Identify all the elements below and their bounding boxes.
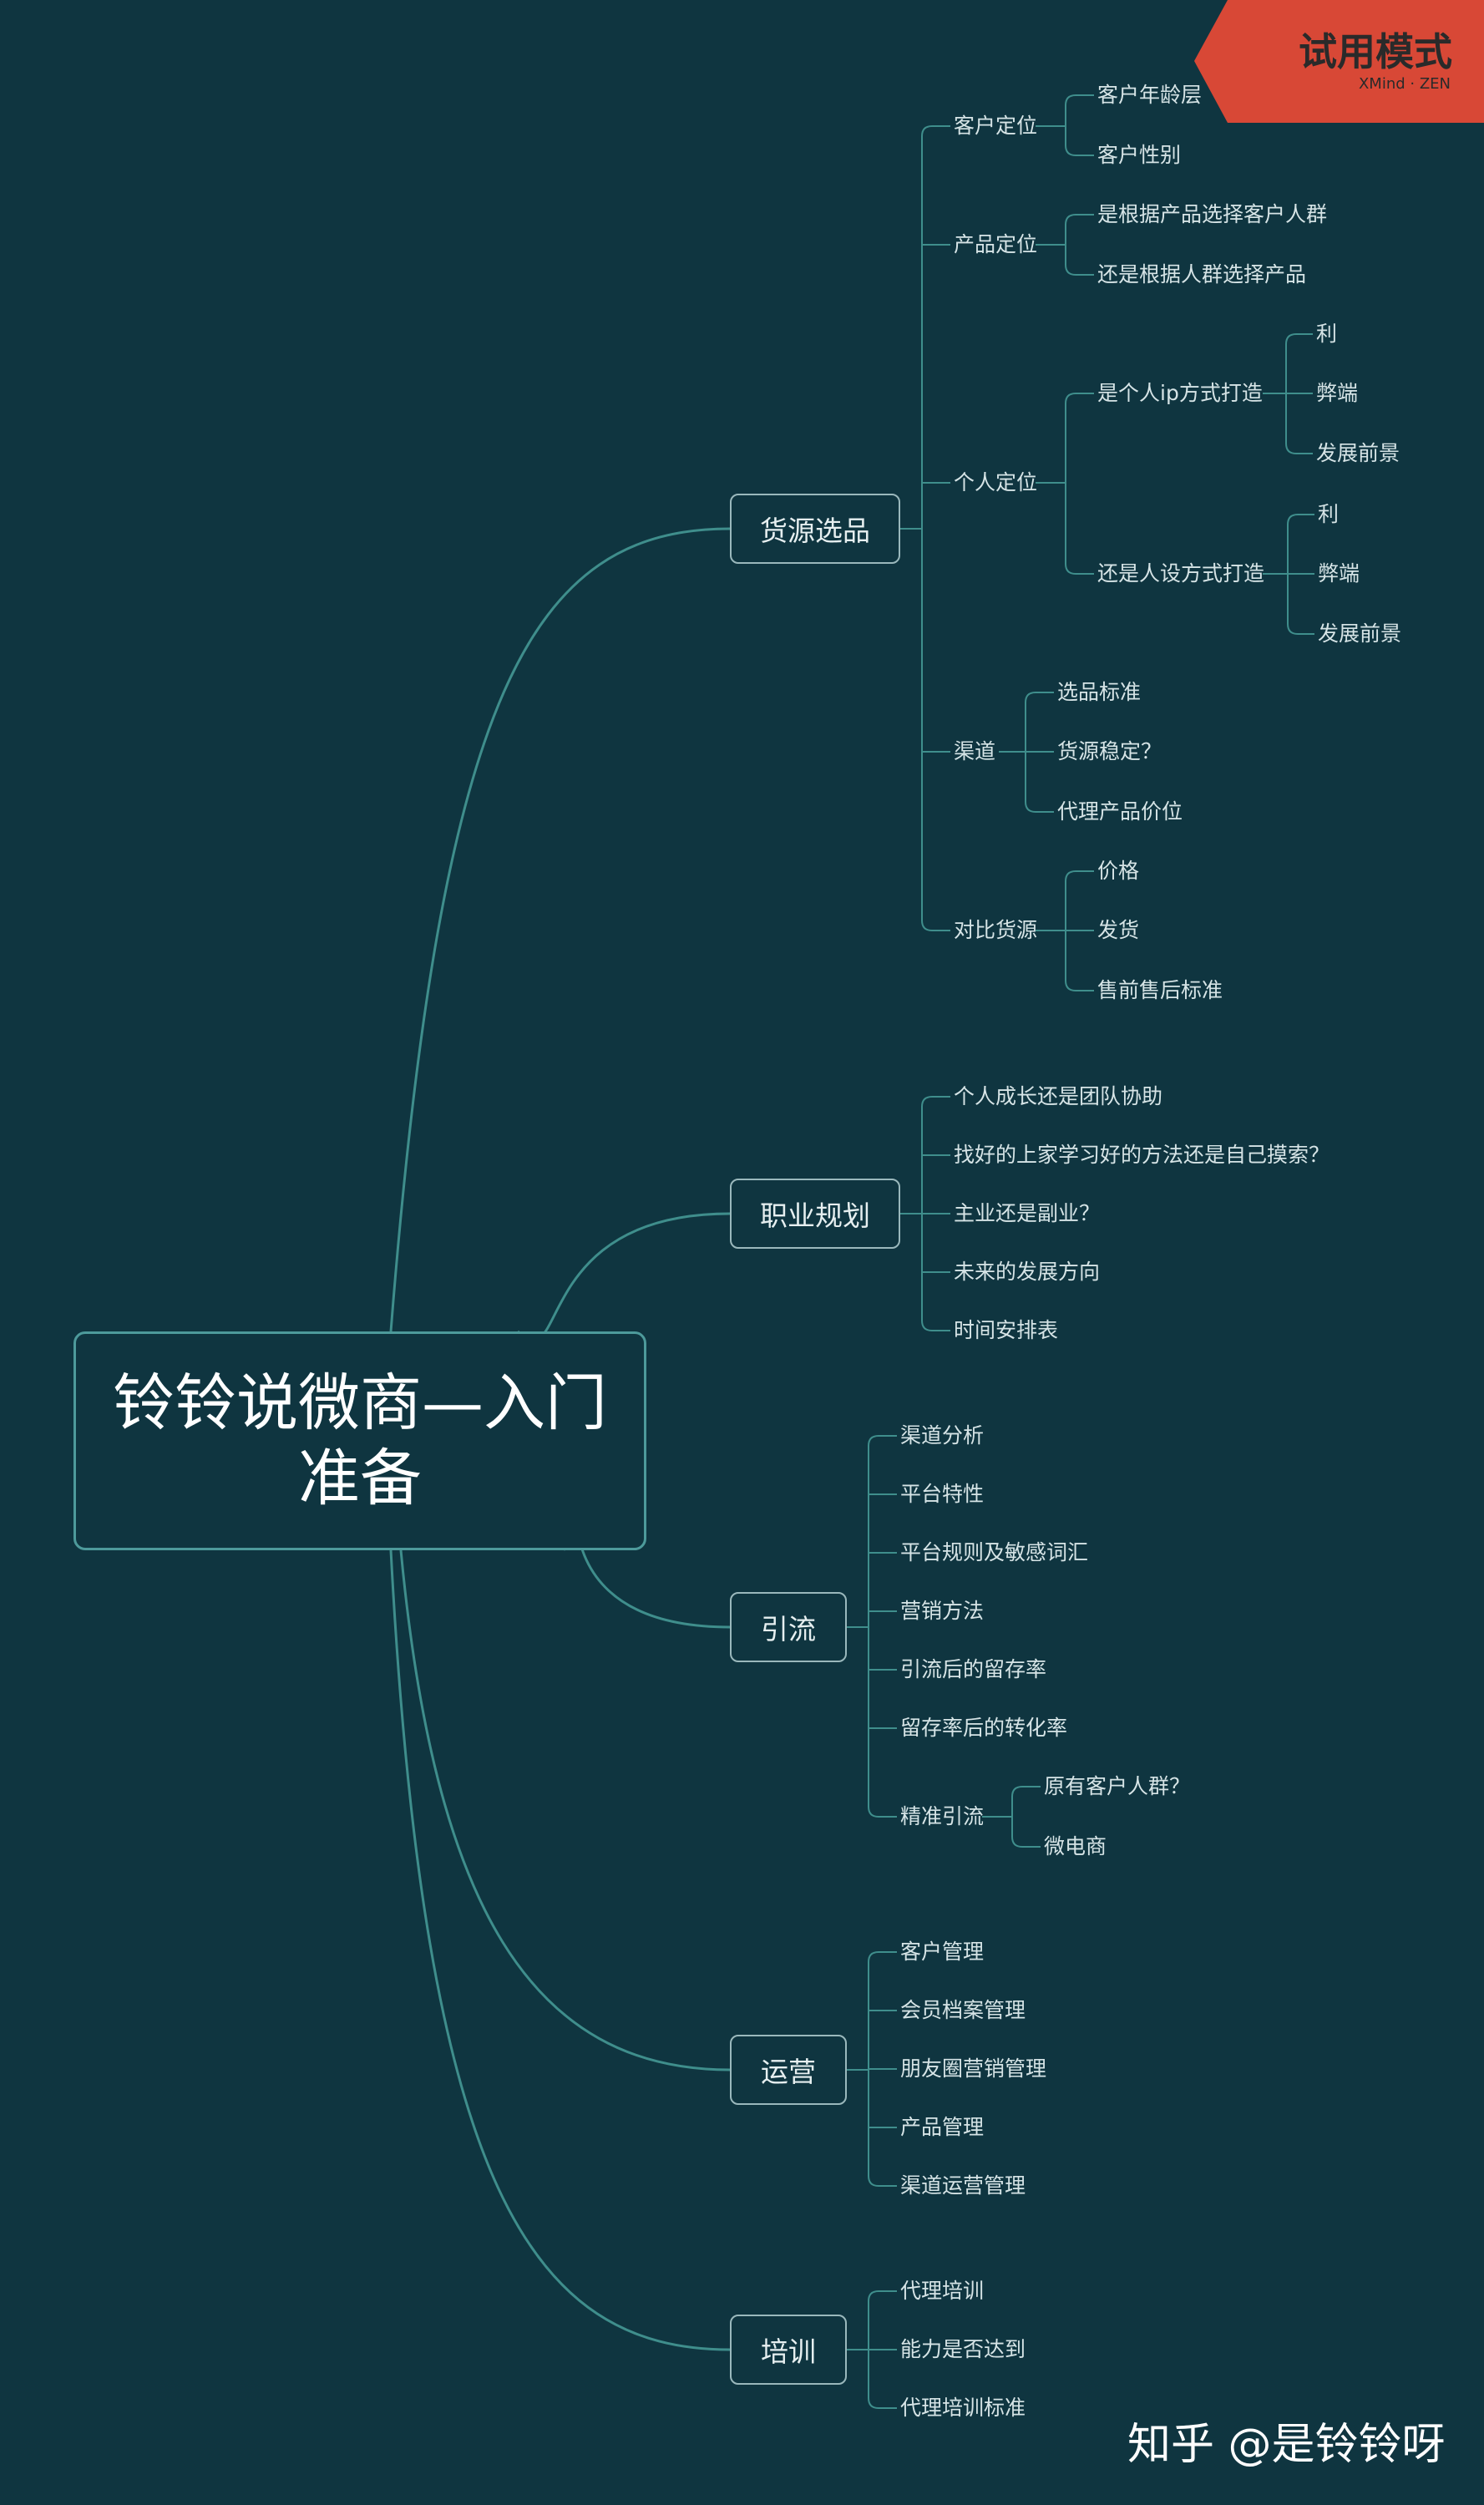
main-topic[interactable]: 引流 bbox=[730, 1592, 847, 1662]
subtopic: 渠道运营管理 bbox=[900, 2173, 1026, 2198]
leaf-topic: 是根据产品选择客户人群 bbox=[1097, 202, 1328, 226]
connector bbox=[1025, 801, 1054, 813]
subtopic: 客户管理 bbox=[900, 1940, 985, 1964]
subtopic: 还是人设方式打造 bbox=[1097, 561, 1265, 586]
subtopic: 营销方法 bbox=[900, 1599, 985, 1623]
subtopic: 个人定位 bbox=[954, 470, 1038, 494]
connector bbox=[921, 125, 950, 137]
badge-label: 试用模式 bbox=[1299, 29, 1452, 74]
connector bbox=[399, 1549, 731, 2071]
subtopic: 未来的发展方向 bbox=[954, 1260, 1101, 1284]
subtopic: 个人成长还是团队协助 bbox=[954, 1084, 1163, 1108]
subtopic: 对比货源 bbox=[954, 918, 1038, 942]
connector bbox=[1065, 980, 1094, 991]
connector bbox=[921, 1096, 950, 1108]
subtopic: 代理培训标准 bbox=[900, 2396, 1026, 2420]
main-topic[interactable]: 运营 bbox=[730, 2035, 847, 2105]
subtopic: 产品定位 bbox=[954, 232, 1038, 256]
leaf-topic: 弊端 bbox=[1316, 381, 1359, 405]
connector bbox=[921, 920, 950, 931]
central-topic[interactable]: 铃铃说微商—入门准备 bbox=[73, 1331, 646, 1550]
leaf-topic: 弊端 bbox=[1318, 561, 1360, 586]
connector bbox=[1285, 333, 1313, 345]
leaf-topic: 选品标准 bbox=[1057, 680, 1142, 704]
leaf-topic: 价格 bbox=[1097, 859, 1140, 883]
connector bbox=[1287, 514, 1314, 525]
subtopic: 会员档案管理 bbox=[900, 1998, 1026, 2022]
subtopic: 主业还是副业？ bbox=[954, 1201, 1101, 1225]
connector bbox=[921, 1320, 950, 1331]
connector bbox=[1285, 443, 1313, 454]
leaf-topic: 发展前景 bbox=[1316, 441, 1400, 465]
connector bbox=[1025, 692, 1054, 703]
main-topic[interactable]: 货源选品 bbox=[730, 494, 900, 564]
badge-shape bbox=[1194, 0, 1484, 123]
connector bbox=[1065, 264, 1094, 276]
subtopic: 客户定位 bbox=[954, 114, 1038, 138]
trial-mode-badge: 试用模式 XMind · ZEN bbox=[1194, 0, 1484, 123]
subtopic: 代理培训 bbox=[900, 2279, 985, 2303]
connector bbox=[1065, 563, 1094, 575]
leaf-topic: 原有客户人群？ bbox=[1044, 1774, 1191, 1798]
subtopic: 引流后的留存率 bbox=[900, 1657, 1047, 1681]
leaf-topic: 客户性别 bbox=[1097, 143, 1182, 167]
connector bbox=[868, 1435, 897, 1447]
leaf-topic: 利 bbox=[1316, 322, 1338, 346]
leaf-topic: 微电商 bbox=[1044, 1834, 1107, 1858]
subtopic: 是个人ip方式打造 bbox=[1097, 381, 1263, 405]
main-topic[interactable]: 职业规划 bbox=[730, 1179, 900, 1249]
leaf-topic: 发货 bbox=[1097, 918, 1140, 942]
subtopic: 找好的上家学习好的方法还是自己摸索？ bbox=[954, 1143, 1330, 1167]
connector bbox=[1011, 1786, 1041, 1798]
watermark: 知乎 @是铃铃呀 bbox=[1127, 2420, 1446, 2470]
connector bbox=[1065, 393, 1094, 404]
subtopic: 留存率后的转化率 bbox=[900, 1716, 1068, 1740]
leaf-topic: 货源稳定？ bbox=[1057, 739, 1162, 763]
subtopic: 平台特性 bbox=[900, 1482, 985, 1506]
subtopic: 渠道 bbox=[954, 739, 996, 763]
subtopic: 平台规则及敏感词汇 bbox=[900, 1540, 1089, 1564]
connector bbox=[516, 1212, 731, 1342]
main-topic[interactable]: 培训 bbox=[730, 2315, 847, 2385]
connector bbox=[868, 2175, 897, 2187]
subtopic: 时间安排表 bbox=[954, 1318, 1059, 1342]
connector bbox=[1065, 94, 1094, 106]
leaf-topic: 售前售后标准 bbox=[1097, 978, 1223, 1002]
leaf-topic: 还是根据人群选择产品 bbox=[1097, 262, 1307, 287]
subtopic: 产品管理 bbox=[900, 2115, 985, 2139]
subtopic: 渠道分析 bbox=[900, 1423, 985, 1448]
subtopic: 能力是否达到 bbox=[900, 2337, 1026, 2361]
subtopic: 朋友圈营销管理 bbox=[900, 2056, 1047, 2081]
connector bbox=[1287, 623, 1314, 635]
connector bbox=[389, 527, 731, 1332]
connector bbox=[1065, 214, 1094, 226]
leaf-topic: 发展前景 bbox=[1318, 621, 1402, 646]
leaf-topic: 客户年龄层 bbox=[1097, 83, 1203, 107]
connector bbox=[868, 1951, 897, 1963]
leaf-topic: 代理产品价位 bbox=[1057, 799, 1183, 824]
leaf-topic: 利 bbox=[1318, 502, 1340, 526]
connector bbox=[868, 2397, 897, 2409]
connector bbox=[389, 1549, 731, 2351]
connector bbox=[1065, 870, 1094, 882]
badge-sublabel: XMind · ZEN bbox=[1358, 75, 1451, 93]
connector bbox=[1011, 1836, 1041, 1848]
connector bbox=[1065, 145, 1094, 156]
subtopic: 精准引流 bbox=[900, 1804, 985, 1828]
connector bbox=[868, 2290, 897, 2302]
connector bbox=[868, 1806, 897, 1818]
